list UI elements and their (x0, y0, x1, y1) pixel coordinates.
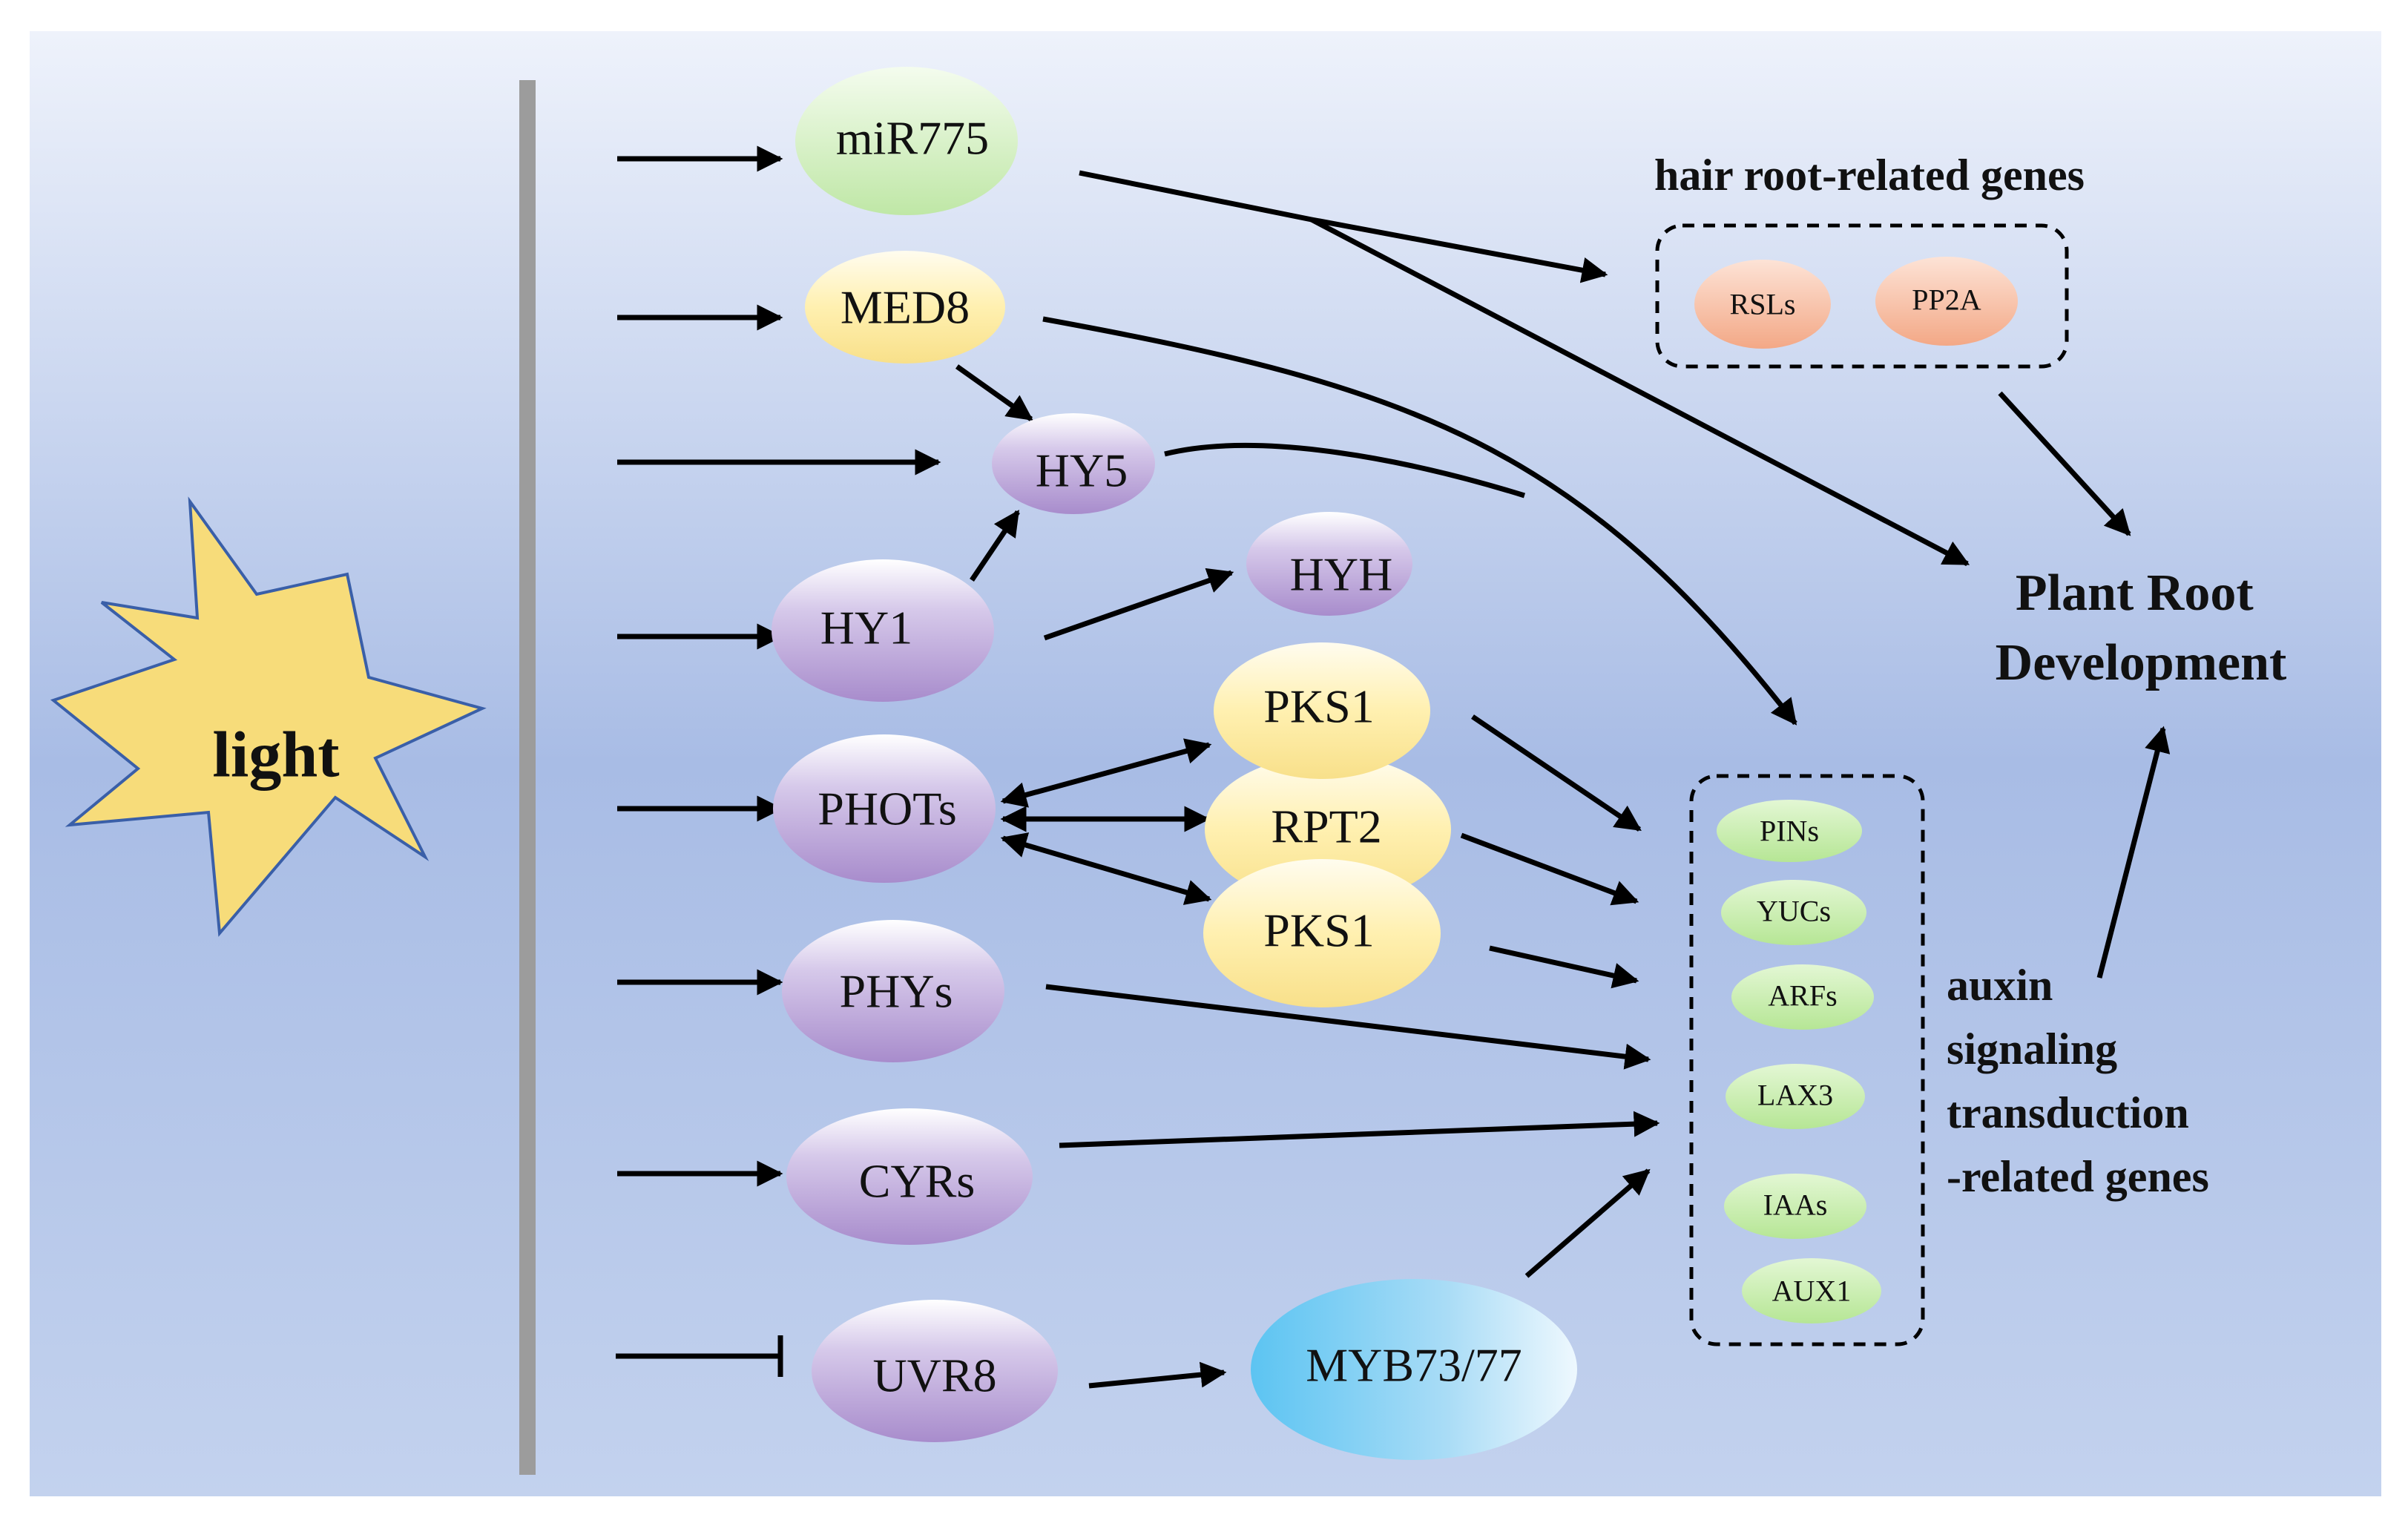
node-pks1-top: PKS1 (1214, 642, 1430, 779)
auxin-group-box (1689, 774, 1925, 1346)
node-label: MED8 (841, 281, 970, 334)
arrow-med8-hy5 (955, 364, 1033, 421)
arrow-mir775-root-development (1310, 217, 1970, 567)
gene-pp2a: PP2A (1875, 257, 2018, 346)
node-label: miR775 (836, 112, 989, 165)
root-development-line: Plant Root (2016, 565, 2254, 622)
auxin-group-title: auxin signaling transduction -related ge… (1947, 961, 2209, 1201)
arrow-phots-pks1-top (1000, 738, 1212, 808)
node-label: PHYs (840, 965, 953, 1018)
arrow-phys-auxin (1045, 984, 1651, 1070)
node-phots: PHOTs (773, 734, 996, 883)
gene-rsls: RSLs (1694, 260, 1831, 349)
hair-root-group-box (1655, 223, 2069, 369)
arrow-pks1-top-auxin (1471, 714, 1642, 832)
separator-bar (519, 80, 536, 1475)
node-myb: MYB73/77 (1251, 1279, 1577, 1460)
node-label: RPT2 (1271, 800, 1381, 853)
root-development-line: Development (1996, 634, 2287, 691)
arrow-hy1-hy5 (970, 510, 1020, 582)
gene-yucs: YUCs (1721, 880, 1866, 945)
gene-label: YUCs (1757, 895, 1831, 928)
input-arrows (616, 145, 941, 1377)
node-mir775: miR775 (795, 67, 1018, 215)
arrow-hy5-join (1164, 443, 1526, 499)
arrow-hy1-hyh (1043, 568, 1234, 641)
gene-lax3: LAX3 (1726, 1064, 1865, 1129)
gene-aux1: AUX1 (1742, 1258, 1881, 1323)
node-hy5: HY5 (992, 413, 1155, 514)
gene-label: RSLs (1730, 288, 1796, 321)
auxin-title-line: -related genes (1947, 1152, 2209, 1201)
auxin-title-line: transduction (1947, 1088, 2189, 1137)
node-label: HY5 (1036, 444, 1128, 497)
gene-label: IAAs (1763, 1188, 1828, 1222)
arrow-auxin-genes-root-development (2096, 726, 2171, 979)
auxin-title-line: signaling (1947, 1025, 2117, 1073)
gene-label: ARFs (1768, 979, 1837, 1013)
node-label: MYB73/77 (1306, 1339, 1522, 1392)
arrow-pks1-bottom-auxin (1489, 945, 1639, 989)
node-label: HYH (1290, 548, 1393, 601)
arrow-uvr8-myb (1088, 1361, 1227, 1389)
node-hy1: HY1 (772, 559, 994, 702)
root-development-title: Plant Root Development (1996, 565, 2287, 691)
background-panel (30, 31, 2381, 1496)
gene-iaas: IAAs (1724, 1174, 1866, 1239)
arrow-phots-pks1-bottom (1000, 832, 1212, 905)
gene-label: PP2A (1912, 283, 1981, 317)
arrow-med8-auxin-genes (1042, 316, 1797, 726)
node-phys: PHYs (782, 920, 1004, 1062)
light-starburst (50, 496, 487, 937)
node-label: PKS1 (1263, 680, 1374, 733)
arrow-rpt2-auxin (1460, 832, 1639, 906)
arrow-cyrs-auxin (1059, 1111, 1660, 1148)
node-hyh: HYH (1246, 512, 1412, 616)
node-pks1-bottom: PKS1 (1203, 859, 1441, 1007)
arrow-hair-genes-root-development (1998, 391, 2131, 536)
arrow-myb-auxin (1524, 1168, 1651, 1278)
gene-label: AUX1 (1772, 1275, 1852, 1308)
connection-arrows (955, 170, 2171, 1389)
node-label: HY1 (820, 602, 912, 654)
node-med8: MED8 (805, 251, 1005, 364)
node-label: UVR8 (872, 1349, 996, 1402)
node-rpt2: RPT2 (1205, 755, 1451, 904)
auxin-title-line: auxin (1947, 961, 2053, 1010)
node-label: PKS1 (1263, 904, 1374, 957)
gene-label: LAX3 (1757, 1079, 1833, 1112)
node-label: PHOTs (818, 783, 957, 835)
node-label: CYRs (859, 1155, 976, 1208)
gene-label: PINs (1760, 815, 1819, 848)
node-cyrs: CYRs (786, 1108, 1033, 1245)
node-uvr8: UVR8 (812, 1300, 1058, 1442)
gene-arfs: ARFs (1731, 964, 1874, 1030)
hair-root-group-title: hair root-related genes (1654, 151, 2085, 200)
gene-pins: PINs (1717, 800, 1862, 862)
light-label: light (212, 720, 339, 792)
